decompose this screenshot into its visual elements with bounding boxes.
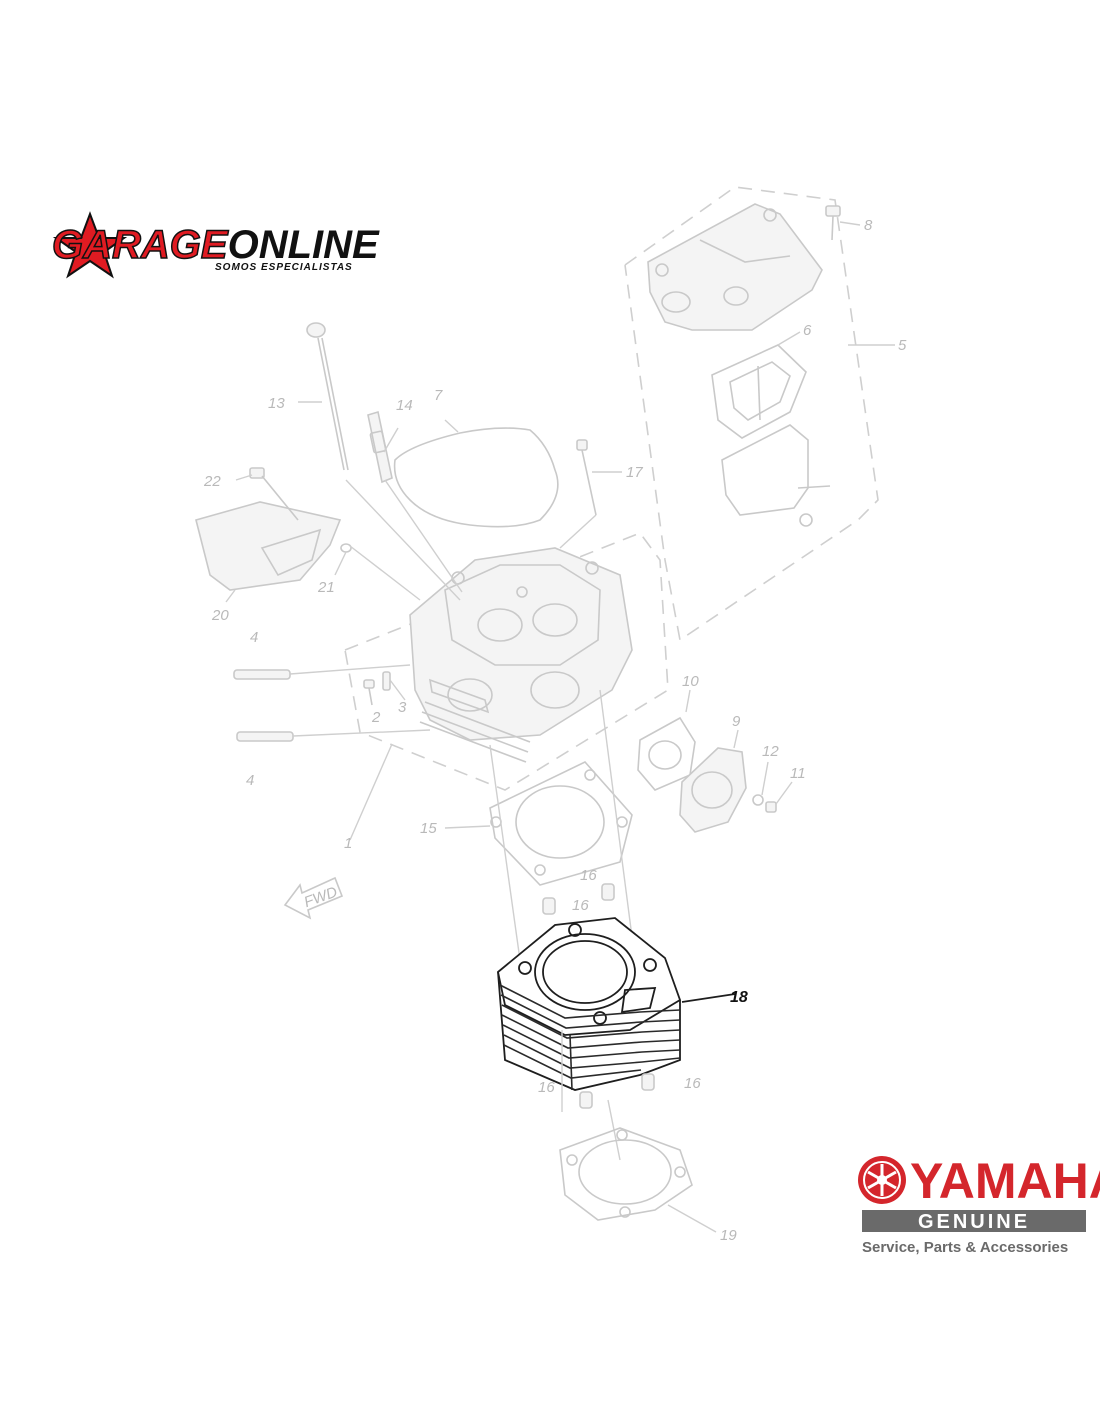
callout-19: 19 [720, 1227, 737, 1244]
side-cover-20-part [195, 501, 342, 603]
pin-3-part [382, 671, 406, 701]
callout-7: 7 [434, 387, 443, 404]
callout-16-lower-left: 16 [538, 1079, 555, 1096]
spark-plug-14-part [367, 410, 463, 593]
callout-6: 6 [803, 322, 812, 339]
logo-name-part2: ONLINE [228, 223, 380, 267]
washer-21-part [334, 543, 421, 601]
logo-tagline: SOMOS ESPECIALISTAS [215, 262, 353, 273]
bolt-2-part [363, 679, 375, 706]
callout-16-upper-right: 16 [580, 867, 597, 884]
callout-14: 14 [396, 397, 413, 414]
stud-4-upper-part [233, 664, 411, 680]
genuine-label: GENUINE [918, 1211, 1030, 1233]
group-1-boundary [344, 532, 669, 791]
head-gasket-15-part [444, 761, 633, 886]
callout-16-upper-left: 16 [572, 897, 589, 914]
callout-5: 5 [898, 337, 907, 354]
dowel-16-upper-right-part [601, 883, 615, 901]
breather-plate-part [721, 424, 809, 516]
bolt-8-part [825, 205, 861, 241]
garageonline-logo: GARAGEONLINE SOMOS ESPECIALISTAS [51, 211, 380, 279]
yamaha-wordmark: YAMAHA [910, 1153, 1100, 1209]
valve-cover-group: 8 6 5 [624, 186, 907, 642]
callout-13: 13 [268, 395, 285, 412]
bolt-17-part [559, 439, 622, 549]
callout-16-lower-right: 16 [684, 1075, 701, 1092]
cylinder-head-part [409, 547, 633, 741]
callout-21: 21 [317, 579, 335, 596]
callout-11: 11 [790, 765, 806, 782]
callout-8: 8 [864, 217, 873, 234]
bolt-11-part [765, 781, 793, 813]
base-gasket-19-part [559, 1127, 717, 1233]
genuine-banner [862, 1210, 1086, 1232]
gasket-7-part [393, 419, 559, 528]
dipstick-13-part [298, 322, 461, 601]
callout-17: 17 [626, 464, 643, 481]
callout-15: 15 [420, 820, 437, 837]
callout-3: 3 [398, 699, 407, 716]
cylinder-18-part [497, 917, 736, 1091]
yamaha-genuine-logo: YAMAHA GENUINE Service, Parts & Accessor… [858, 1153, 1100, 1256]
callout-9: 9 [732, 713, 741, 730]
head-cover-part [647, 203, 823, 331]
logo-star-icon [52, 211, 128, 279]
group-5-boundary [624, 186, 879, 642]
fwd-label: FWD [302, 883, 340, 911]
washer-12-part [752, 761, 769, 806]
yamaha-tuning-fork-icon [858, 1156, 906, 1204]
callout-2: 2 [371, 709, 381, 726]
gasket-10-part [637, 689, 696, 791]
callout-1: 1 [344, 835, 352, 852]
callout-10: 10 [682, 673, 699, 690]
callout-4-upper: 4 [250, 629, 258, 646]
callout-18: 18 [730, 989, 748, 1006]
fwd-arrow-icon: FWD [283, 876, 344, 920]
stud-4-lower-part [236, 729, 431, 742]
dowel-16-lower-right-part [641, 1073, 655, 1091]
dowel-16-lower-left-part [579, 1091, 593, 1109]
callout-4-lower: 4 [246, 772, 254, 789]
logo-name-part1: GARAGE [52, 223, 229, 267]
cover-9-part [679, 729, 747, 833]
bolt-22-part [235, 467, 299, 521]
dowel-16-upper-left-part [542, 897, 556, 915]
yamaha-tagline: Service, Parts & Accessories [862, 1239, 1068, 1256]
svg-text:GARAGEONLINE: GARAGEONLINE [52, 223, 380, 267]
callout-20: 20 [211, 607, 229, 624]
callout-22: 22 [203, 473, 221, 490]
callout-12: 12 [762, 743, 779, 760]
